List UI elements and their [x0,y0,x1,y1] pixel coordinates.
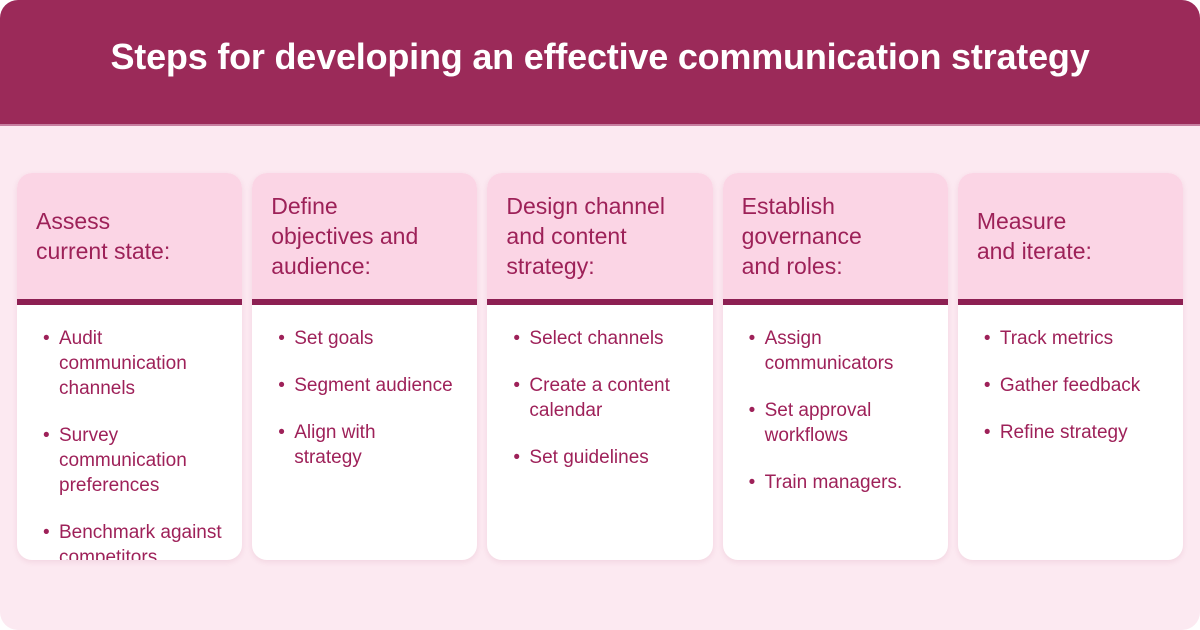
step-heading: Define objectives and audience: [271,193,419,279]
bullet-icon: • [748,472,756,493]
bullet-icon: • [43,522,50,543]
card-divider [722,299,948,305]
list-item: • Survey communication preferences [43,423,234,498]
step-list: • Select channels • Create a content cal… [487,305,712,470]
list-item: • Segment audience [278,373,469,398]
step-heading: Measure and iterate: [976,208,1092,264]
list-item-text: Gather feedback [999,375,1141,396]
bullet-icon: • [983,328,991,349]
list-item: • Assign communicators [749,326,940,376]
list-item-text: Refine strategy [999,422,1128,443]
step-heading: Establish governance and roles: [741,193,862,279]
card-divider [17,299,243,305]
list-item-text: Set guidelines [529,447,649,468]
list-item: • Gather feedback [984,373,1175,398]
list-item-text: Select channels [529,328,664,349]
step-list: • Audit communication channels • Survey … [17,305,242,560]
step-heading: Design channel and content strategy: [506,193,665,279]
list-item: • Set guidelines [513,445,704,470]
list-item: • Train managers. [749,470,940,495]
card-divider [252,299,478,305]
step-card-measure: Measure and iterate: • Track metrics • G… [957,173,1184,560]
step-card-establish: Establish governance and roles: • Assign… [722,173,948,560]
bullet-icon: • [513,328,521,349]
list-item-text: Benchmark against competitors [59,522,222,560]
step-card-header: Assess current state: [17,173,243,299]
title-banner: Steps for developing an effective commun… [0,0,1200,126]
step-list: • Assign communicators • Set approval wo… [723,305,948,495]
list-item: • Select channels [513,326,704,351]
step-card-header: Design channel and content strategy: [487,173,713,299]
list-item-text: Set approval workflows [764,400,872,446]
bullet-icon: • [983,422,991,443]
page-title: Steps for developing an effective commun… [110,36,1090,77]
step-card-header: Define objectives and audience: [252,173,478,299]
bullet-icon: • [278,375,285,396]
list-item-text: Create a content calendar [529,375,670,421]
bullet-icon: • [278,328,285,349]
bullet-icon: • [43,425,50,446]
list-item: • Align with strategy [278,420,469,470]
step-list: • Set goals • Segment audience • Align w… [252,305,477,470]
list-item-text: Align with strategy [294,422,376,468]
step-heading: Assess current state: [36,208,171,264]
list-item-text: Survey communication preferences [59,425,187,496]
step-card-assess: Assess current state: • Audit communicat… [17,173,243,560]
list-item: • Audit communication channels [43,326,234,401]
list-item-text: Assign communicators [764,328,894,374]
bullet-icon: • [748,328,756,349]
steps-row: Assess current state: • Audit communicat… [0,126,1200,560]
step-card-define: Define objectives and audience: • Set go… [252,173,478,560]
list-item-text: Segment audience [294,375,453,396]
step-card-design: Design channel and content strategy: • S… [487,173,713,560]
list-item: • Create a content calendar [513,373,704,423]
bullet-icon: • [513,447,521,468]
bullet-icon: • [513,375,521,396]
step-card-header: Establish governance and roles: [722,173,948,299]
list-item-text: Audit communication channels [59,328,187,399]
bullet-icon: • [748,400,756,421]
bullet-icon: • [983,375,991,396]
list-item-text: Train managers. [764,472,903,493]
list-item: • Set approval workflows [749,398,940,448]
card-divider [487,299,713,305]
step-card-header: Measure and iterate: [957,173,1184,299]
list-item: • Refine strategy [984,420,1175,445]
card-divider [957,299,1184,305]
list-item-text: Track metrics [999,328,1114,349]
bullet-icon: • [278,422,285,443]
step-list: • Track metrics • Gather feedback • Refi… [958,305,1183,445]
list-item: • Benchmark against competitors [43,520,234,560]
list-item-text: Set goals [294,328,374,349]
list-item: • Set goals [278,326,469,351]
bullet-icon: • [43,328,50,349]
list-item: • Track metrics [984,326,1175,351]
